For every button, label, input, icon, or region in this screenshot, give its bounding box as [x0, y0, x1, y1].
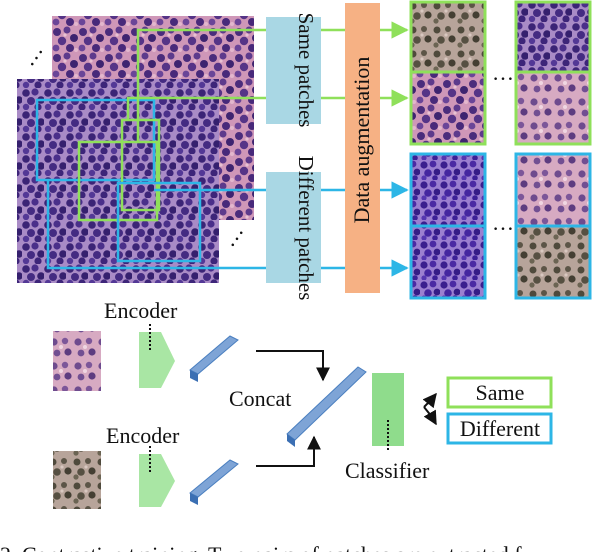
aug-diff-ellipsis: …: [492, 210, 514, 235]
stack-ellipsis: …: [15, 38, 48, 70]
aug-same-2: [409, 70, 487, 146]
patch-cyan-2: [116, 181, 202, 263]
arrow-bottom-to-concat: [256, 435, 321, 467]
aug-same-1: [409, 0, 487, 74]
encoder-bottom-label: Encoder: [106, 423, 180, 448]
concat-vector: [286, 366, 367, 441]
aug-diff-2: [409, 224, 487, 300]
feature-vector-top-face: [190, 370, 198, 382]
concat-vector-face: [287, 434, 295, 447]
output-arrow-different: [423, 406, 437, 426]
different-patches-box: Different patches: [266, 156, 321, 301]
output-arrow-same: [422, 392, 437, 409]
patch-cyan-1: [35, 98, 156, 182]
stack-ellipsis-bottom: …: [215, 219, 248, 251]
data-augmentation-label: Data augmentation: [349, 57, 374, 224]
aug-diff-1: [409, 152, 487, 228]
output-different-box: [446, 412, 553, 445]
encoder-top: [139, 332, 175, 388]
feature-vector-top: [189, 335, 239, 375]
input-patch-bottom: [53, 451, 101, 509]
data-augmentation-box: Data augmentation: [345, 3, 380, 293]
caption-fragment: 2. Contrastive training. Two pairs of pa…: [0, 542, 522, 552]
different-patches-label: Different patches: [294, 156, 318, 301]
feature-vector-bottom: [189, 459, 239, 498]
slide-stack: … …: [15, 16, 254, 283]
output-same-box: [446, 376, 553, 409]
aug-same-ellipsis: …: [492, 60, 514, 85]
augmented-patches: … …: [409, 0, 592, 300]
same-patches-label: Same patches: [294, 13, 318, 128]
classifier-block: [372, 373, 404, 446]
patch-green-2: [120, 118, 161, 212]
encoder-top-label: Encoder: [104, 298, 178, 323]
aug-diff-3: [514, 152, 592, 228]
concat-label: Concat: [229, 386, 291, 411]
aug-diff-4: [514, 224, 592, 300]
output-same-label: Same: [476, 380, 525, 405]
encoder-bottom: [139, 454, 175, 507]
output-different-label: Different: [460, 416, 540, 441]
network-section: Encoder Concat Encoder Classifier Same D…: [53, 298, 553, 509]
aug-same-3: [514, 0, 592, 74]
classifier-label: Classifier: [345, 458, 430, 483]
feature-vector-bottom-face: [190, 493, 198, 505]
same-patches-box: Same patches: [266, 13, 321, 128]
input-patch-top: [53, 331, 101, 391]
aug-same-4: [514, 70, 592, 146]
arrow-top-to-concat: [256, 350, 330, 382]
